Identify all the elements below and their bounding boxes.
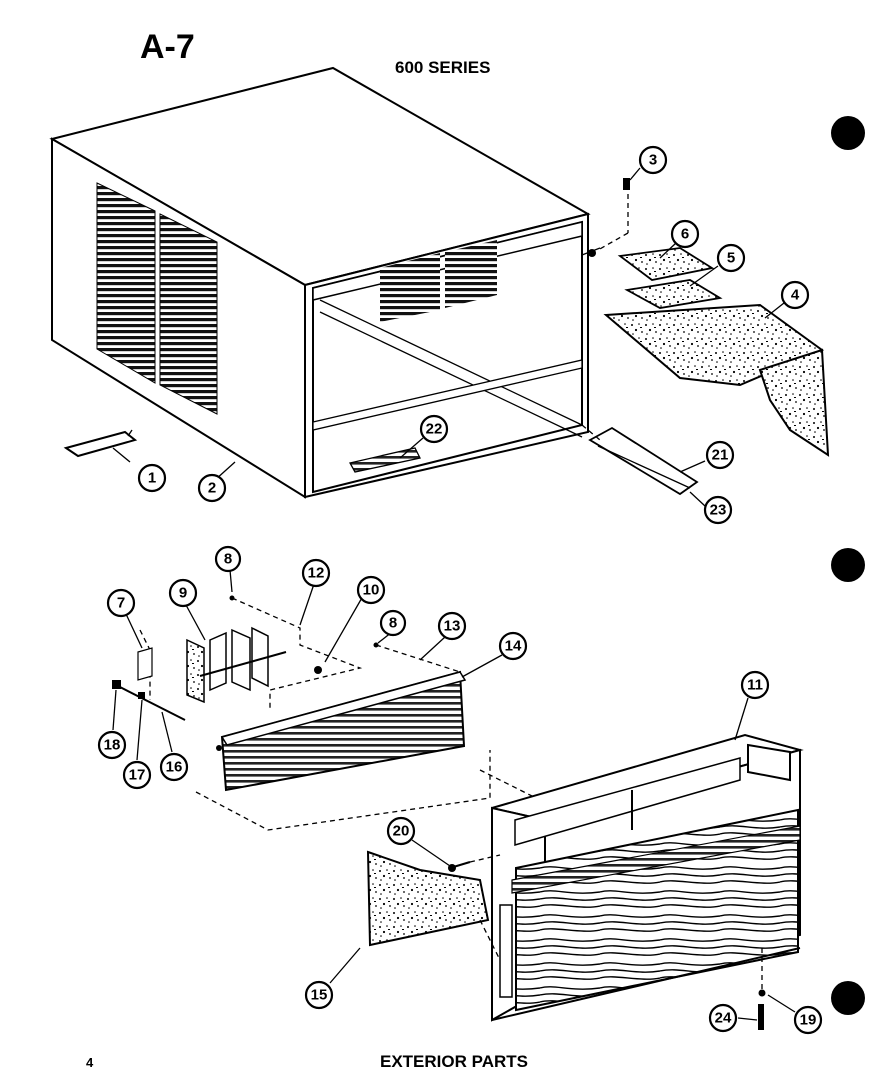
callout-14: 14 — [498, 631, 528, 661]
callout-4: 4 — [780, 280, 810, 310]
part-damper-9 — [186, 626, 287, 704]
callout-2: 2 — [197, 473, 227, 503]
guide-8-12 — [231, 597, 363, 710]
callout-1: 1 — [137, 463, 167, 493]
callout-label: 10 — [363, 582, 380, 599]
callout-label: 13 — [444, 618, 461, 635]
callout-8a: 8 — [214, 545, 242, 573]
callout-21: 21 — [705, 440, 735, 470]
callout-label: 2 — [208, 480, 216, 497]
part-bracket-7 — [137, 647, 153, 681]
part-shaft-16 — [117, 685, 186, 721]
part-clip-17 — [138, 692, 145, 699]
part-insulation-15 — [366, 850, 490, 947]
callout-6: 6 — [670, 219, 700, 249]
callout-label: 7 — [117, 595, 125, 612]
callout-label: 5 — [727, 250, 735, 267]
callout-7: 7 — [106, 588, 136, 618]
part-rail-21 — [588, 426, 699, 496]
page-caption: EXTERIOR PARTS — [380, 1052, 528, 1071]
series-title: 600 SERIES — [395, 58, 490, 77]
part-fastener-19 — [758, 989, 766, 997]
callout-label: 12 — [308, 565, 325, 582]
callout-23: 23 — [703, 495, 733, 525]
front-panel — [491, 733, 804, 1022]
part-insulation-6 — [617, 247, 715, 281]
callout-12: 12 — [301, 558, 331, 588]
callout-label: 6 — [681, 226, 689, 243]
callout-label: 8 — [224, 551, 232, 568]
callout-22: 22 — [419, 414, 449, 444]
part-screw-3 — [623, 178, 630, 190]
callout-17: 17 — [122, 760, 152, 790]
callout-13: 13 — [437, 611, 467, 641]
callout-label: 4 — [791, 287, 800, 304]
callout-8b: 8 — [379, 609, 407, 637]
page-number: 4 — [86, 1055, 94, 1070]
callout-20: 20 — [386, 816, 416, 846]
callout-label: 17 — [129, 767, 146, 784]
part-pin-24 — [758, 1004, 764, 1030]
part-knob-18 — [112, 680, 121, 689]
part-bracket-1 — [63, 430, 138, 458]
callout-label: 19 — [800, 1012, 817, 1029]
callout-label: 14 — [505, 638, 522, 655]
callout-label: 23 — [710, 502, 727, 519]
callout-16: 16 — [159, 752, 189, 782]
guide-13 — [375, 644, 461, 673]
callout-11: 11 — [740, 670, 770, 700]
callout-18: 18 — [97, 730, 127, 760]
callout-5: 5 — [716, 243, 746, 273]
part-screw-10 — [314, 666, 322, 674]
callout-label: 8 — [389, 615, 397, 632]
binder-hole-bottom — [831, 981, 865, 1015]
callout-label: 16 — [166, 759, 183, 776]
callout-label: 9 — [179, 585, 187, 602]
grille-assembly — [216, 670, 467, 792]
callout-9: 9 — [168, 578, 198, 608]
callout-24: 24 — [708, 1003, 738, 1033]
callout-10: 10 — [356, 575, 386, 605]
callout-15: 15 — [304, 980, 334, 1010]
binder-hole-top — [831, 116, 865, 150]
callout-label: 18 — [104, 737, 121, 754]
callout-label: 24 — [715, 1010, 732, 1027]
cabinet — [49, 66, 601, 499]
callout-label: 20 — [393, 823, 410, 840]
callout-19: 19 — [793, 1005, 823, 1035]
page-label: A-7 — [140, 28, 195, 66]
leader-lines — [112, 167, 796, 1021]
callout-label: 22 — [426, 421, 443, 438]
callout-label: 15 — [311, 987, 328, 1004]
part-screw-8b — [373, 642, 379, 648]
callout-label: 11 — [747, 677, 763, 694]
callout-label: 1 — [148, 470, 156, 487]
callout-label: 3 — [649, 152, 657, 169]
callout-3: 3 — [638, 145, 668, 175]
binder-hole-middle — [831, 548, 865, 582]
part-insulation-5 — [624, 279, 723, 309]
guide-14 — [195, 750, 491, 831]
callout-label: 21 — [712, 447, 729, 464]
part-screw-8a — [229, 595, 235, 601]
